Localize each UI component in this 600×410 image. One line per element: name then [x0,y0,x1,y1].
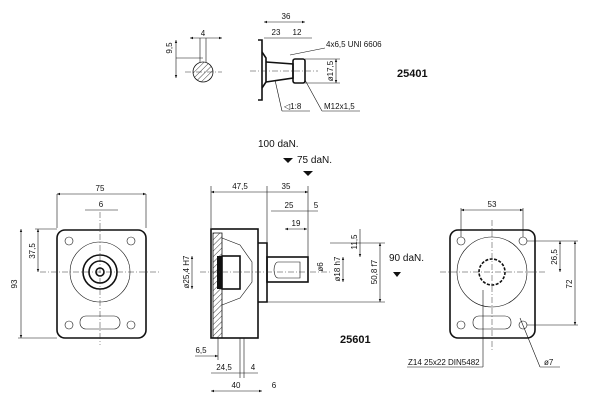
load-75: 75 daN. [297,155,332,166]
dim-bore-dia: ø25,4 H7 [182,255,191,288]
dim-shaft-dia: ø18 h7 [333,256,342,281]
dim-height: 93 [10,279,19,288]
dim-width: 53 [488,200,497,209]
dim-diameter: ø17,5 [326,60,335,81]
dim-4: 4 [251,363,256,372]
part-code-25401: 25401 [397,68,428,80]
dim-key-width: 4 [201,29,206,38]
part-code-25601: 25601 [340,334,371,346]
label-hole: ø7 [544,358,554,367]
dim-19: 19 [292,219,301,228]
load-90: 90 daN. [389,253,424,264]
dim-length-b: 12 [293,28,302,37]
label-spline: Z14 25x22 DIN5482 [408,358,480,367]
dim-35: 35 [282,182,291,191]
dim-6: 6 [272,381,277,390]
load-100: 100 daN. [258,139,299,150]
dim-overall: 36 [282,12,291,21]
front-view: 75 6 37,5 93 [10,184,160,345]
dim-key-height: 9,5 [165,42,174,54]
dim-height: 72 [565,279,574,288]
dim-half-height: 37,5 [28,243,37,259]
tapered-shaft-side: 36 23 12 4x6,5 UNI 6606 ø17,5 ◁1:8 M12x1… [250,12,428,112]
dim-length-a: 23 [272,28,281,37]
dim-24-5: 24,5 [216,363,232,372]
dim-11-5: 11,5 [350,234,359,250]
dim-key-dia: ø6 [316,262,325,272]
dim-40: 40 [232,381,241,390]
shaft-section: 4 9,5 [165,29,222,83]
dim-47-5: 47,5 [232,182,248,191]
dim-key: 6 [99,200,104,209]
dim-pilot-dia: 50,8 f7 [370,259,379,284]
dim-25: 25 [285,201,294,210]
label-taper: ◁1:8 [284,102,302,111]
label-thread: M12x1,5 [324,102,355,111]
dim-5: 5 [314,201,319,210]
load-annotations: 100 daN. 75 daN. 90 daN. [258,139,424,277]
rear-view: 53 26,5 72 Z14 25x22 DIN5482 ø7 [407,200,578,368]
label-key: 4x6,5 UNI 6606 [326,40,382,49]
dim-width: 75 [96,184,105,193]
side-view: 47,5 35 25 5 19 11,5 ø6 ø18 h7 50,8 f7 ø… [182,182,385,393]
dim-half-height: 26,5 [550,249,559,265]
dim-6-5: 6,5 [195,346,207,355]
